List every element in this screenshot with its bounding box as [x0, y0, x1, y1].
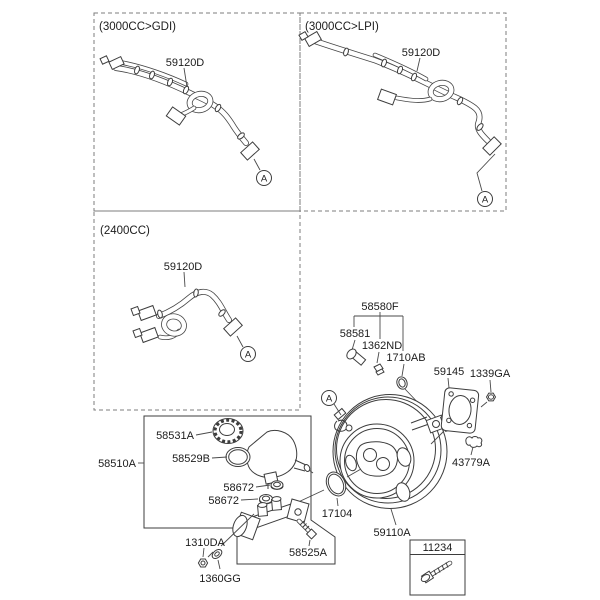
ref-marker-a: A [477, 191, 493, 207]
nut-label: 1339GA [470, 368, 511, 380]
hose-kit-label: 58580F [361, 301, 399, 313]
hose-branch-connector [165, 106, 187, 126]
leader-line [430, 430, 445, 445]
leader-line [183, 67, 188, 88]
assembly-label: 58510A [98, 458, 137, 470]
assembly-outline [143, 415, 336, 565]
leader-line [253, 158, 261, 171]
cap-label: 58531A [156, 430, 195, 442]
oring-label: 17104 [322, 508, 353, 520]
hose-branch-connector [376, 88, 398, 106]
hose-part-label: 59120D [164, 261, 203, 273]
booster-label: 59110A [373, 527, 411, 539]
reservoir-cap-drawing [212, 418, 244, 444]
leader-line [211, 456, 228, 459]
mounting-hardware: 1310DA 1360GG [185, 513, 255, 585]
vacuum-hose-drawing [130, 288, 243, 344]
hose-end-connector [304, 30, 322, 48]
gasket-label: 59145 [434, 366, 465, 378]
leader-line [333, 403, 342, 416]
ref-marker-a: A [256, 170, 272, 186]
grommet-upper-drawing [270, 480, 284, 490]
axis-line [207, 513, 255, 558]
ref-marker-a: A [321, 390, 337, 406]
panel-title: (3000CC>GDI) [99, 21, 176, 33]
nut-drawing [480, 392, 497, 408]
hose-part-label: 59120D [166, 57, 205, 69]
bolt-label: 11234 [423, 542, 453, 554]
leader-line [308, 539, 311, 547]
screw-label: 58525A [289, 547, 328, 559]
hose-part-label: 59120D [402, 47, 441, 59]
leader-line [183, 271, 186, 288]
clip-label: 1362ND [362, 340, 402, 352]
leader-line [447, 377, 450, 389]
washer-label: 1360GG [199, 573, 241, 585]
grommet-drawing [396, 376, 408, 390]
hose-outlet-connector [223, 317, 243, 337]
leader-line [390, 508, 397, 526]
grommet-upper-label: 58672 [223, 482, 254, 494]
hose-end-connector [137, 304, 157, 322]
leader-line [351, 339, 356, 351]
cylinder-body-drawing [232, 496, 310, 541]
panel-border [299, 12, 507, 212]
washer-drawing [211, 549, 223, 559]
oring-drawing [325, 471, 347, 497]
stud-label: 58581 [340, 328, 371, 340]
grommet-lower-label: 58672 [208, 495, 239, 507]
hose-end-connector [139, 326, 159, 344]
leader-line [470, 446, 474, 456]
svg-text:A: A [245, 350, 252, 361]
vacuum-hose-drawing [99, 55, 260, 161]
leader-line [255, 484, 271, 488]
mc-nut-label: 1310DA [185, 537, 225, 549]
panel-title: (3000CC>LPI) [305, 21, 379, 33]
booster-body-drawing [332, 394, 452, 509]
brake-booster-assembly: 58580F 58581 1362ND 1710AB [293, 301, 511, 539]
stud-drawing [346, 348, 367, 366]
leader-line [336, 497, 339, 507]
bolt-callout-box: 11234 [409, 539, 466, 596]
callout-border [409, 539, 466, 596]
master-cylinder-assembly: 58510A 58529B 58531A 58672 [98, 415, 336, 565]
leader-line [202, 547, 205, 558]
panel-border [93, 210, 301, 411]
reservoir-label: 58529B [172, 453, 210, 465]
hose-outlet-connector [482, 136, 502, 156]
leader-line [217, 559, 221, 570]
leader-line [236, 335, 244, 348]
grommet-label: 1710AB [386, 352, 425, 364]
clip-drawing [373, 363, 385, 376]
bracket-label: 43779A [452, 457, 491, 469]
vacuum-hose-drawing [298, 30, 502, 156]
leader-line [489, 379, 492, 393]
reservoir-drawing [225, 429, 314, 489]
panel-3000cc-lpi: (3000CC>LPI) 59120D A [298, 12, 507, 212]
ref-marker-a: A [240, 346, 256, 362]
leader-line [195, 431, 213, 436]
panel-2400cc: (2400CC) 59120D A [93, 210, 301, 411]
leader-line [476, 153, 496, 192]
panel-title: (2400CC) [100, 225, 150, 237]
panel-3000cc-gdi: (3000CC>GDI) 59120D A [93, 12, 301, 212]
mc-nut-drawing [197, 558, 209, 568]
svg-text:A: A [482, 195, 489, 206]
bracket-drawing [465, 436, 483, 448]
svg-text:A: A [261, 174, 268, 185]
leader-line [416, 57, 421, 72]
screw-drawing [296, 518, 318, 540]
callout-bracket [353, 312, 404, 351]
gasket-drawing [440, 387, 480, 434]
leader-line [240, 498, 259, 501]
leader-line [376, 351, 380, 364]
svg-text:A: A [326, 394, 333, 405]
bolt-drawing [420, 560, 453, 584]
booster-hub [355, 441, 398, 477]
hose-end-connector [108, 55, 125, 71]
hose-outlet-connector [240, 141, 260, 161]
